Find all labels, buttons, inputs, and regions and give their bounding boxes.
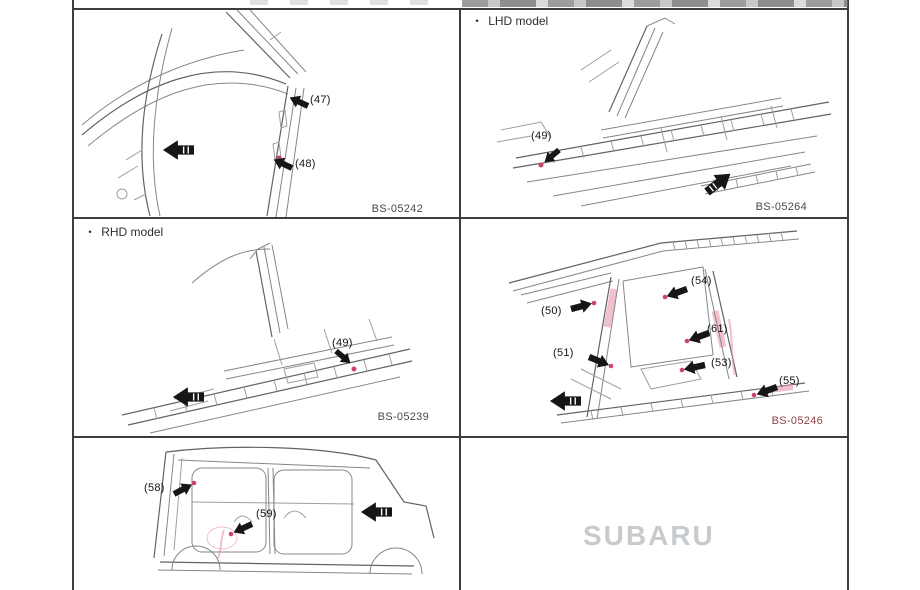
callout-label: (49) <box>531 130 552 142</box>
rear-quarter-diagram <box>508 230 810 424</box>
panel-top-left: (47) (48) BS-05242 <box>74 10 459 217</box>
panel-middle-right: (50) (51) (54) (61) (53) (55) BS-05246 <box>461 219 847 435</box>
callout-arrow-49 <box>334 348 351 364</box>
bullet-icon: • <box>475 15 479 27</box>
figure-code: BS-05239 <box>377 411 429 423</box>
pillar-section-diagram <box>81 10 310 217</box>
row-divider-bottom <box>72 436 849 438</box>
panel-top-right: •LHD model (49) BS-05264 <box>461 10 847 217</box>
callout-arrow-51 <box>587 354 610 368</box>
callout-label: (51) <box>553 347 574 359</box>
callout-arrow-55 <box>756 383 779 398</box>
callout-arrow-59 <box>233 521 254 535</box>
callout-label: (54) <box>691 275 712 287</box>
callout-arrow-58 <box>172 483 192 497</box>
callout-label: (53) <box>711 357 732 369</box>
callout-arrow-47 <box>289 95 310 109</box>
callout-arrow-54 <box>666 285 689 300</box>
panel-header: •LHD model <box>475 14 549 28</box>
direction-arrow-icon <box>172 387 204 407</box>
bullet-icon: • <box>88 226 92 238</box>
callout-label: (58) <box>144 482 165 494</box>
body-side-diagram <box>153 446 435 575</box>
callout-label: (48) <box>295 158 316 170</box>
callout-label: (50) <box>541 305 562 317</box>
panel-middle-left: •RHD model (49) BS-05239 <box>74 219 459 435</box>
row-divider-top <box>72 8 849 10</box>
column-divider <box>459 8 461 590</box>
figure-code: BS-05264 <box>755 201 807 213</box>
floor-pan-diagram-rhd <box>121 242 413 434</box>
figure-code: BS-05242 <box>371 203 423 215</box>
page-border-right <box>847 0 849 590</box>
cropped-row-remnant <box>462 0 848 7</box>
callout-label: (59) <box>256 508 277 520</box>
callout-label: (55) <box>779 375 800 387</box>
callout-arrow-49 <box>544 147 561 163</box>
direction-arrow-icon <box>162 140 194 160</box>
subaru-watermark: SUBARU <box>583 520 715 551</box>
direction-arrow-icon <box>549 391 581 411</box>
panel-bottom-left: (58) (59) <box>74 438 459 590</box>
cropped-row-remnant-left <box>250 0 450 5</box>
callout-arrow-50 <box>570 299 592 313</box>
page-border-left <box>72 0 74 590</box>
floor-pan-diagram-lhd <box>496 17 832 207</box>
direction-arrow-icon <box>360 502 392 522</box>
panel-header: •RHD model <box>88 225 164 239</box>
figure-code: BS-05246 <box>771 415 823 427</box>
row-divider-middle <box>72 217 849 219</box>
callout-label: (61) <box>707 323 728 335</box>
direction-arrow-icon <box>704 173 731 196</box>
callout-arrow-61 <box>688 329 711 344</box>
callout-label: (47) <box>310 94 331 106</box>
callout-label: (49) <box>332 337 353 349</box>
panel-bottom-right: SUBARU <box>461 438 847 590</box>
callout-arrow-53 <box>683 360 706 374</box>
callout-arrow-48 <box>273 157 294 171</box>
